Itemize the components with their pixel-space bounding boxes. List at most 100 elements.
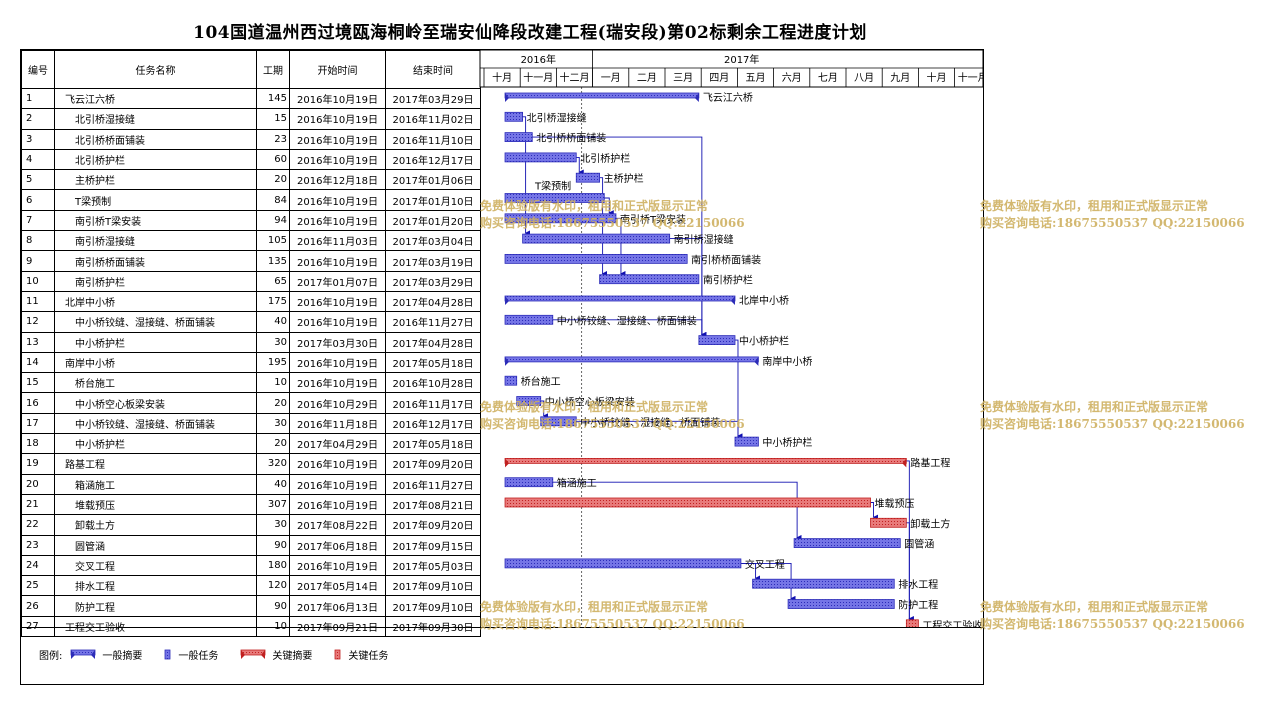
- legend-text-crit-summary: 关键摘要: [272, 651, 313, 662]
- watermark: 免费体验版有水印，租用和正式版显示正常购买咨询电话:18675550537 QQ…: [980, 198, 1245, 232]
- legend-item-task: 一般任务: [164, 647, 218, 662]
- task-bar[interactable]: [504, 497, 871, 508]
- task-bar[interactable]: [504, 213, 617, 224]
- task-bar[interactable]: [504, 132, 533, 142]
- task-bar[interactable]: [504, 314, 554, 325]
- watermark-line2: 购买咨询电话:18675550537 QQ:22150066: [980, 417, 1245, 431]
- month-label: 三月: [673, 72, 693, 84]
- watermark-line2: 购买咨询电话:18675550537 QQ:22150066: [980, 617, 1245, 631]
- month-label: 十一月: [958, 71, 983, 84]
- task-bar[interactable]: [905, 619, 919, 627]
- dependency-link: [870, 502, 879, 520]
- bar-label: 中小桥空心板梁安装: [545, 396, 635, 409]
- bar-label: 主桥护栏: [604, 172, 644, 185]
- bar-label: 中小桥护栏: [739, 335, 789, 348]
- task-bar[interactable]: [540, 416, 577, 427]
- task-bar[interactable]: [870, 517, 907, 528]
- timescale-bg: [479, 50, 983, 88]
- bar-label: T梁预制: [534, 180, 571, 193]
- watermark-line1: 免费体验版有水印，租用和正式版显示正常: [980, 199, 1209, 213]
- summary-bar[interactable]: [504, 457, 907, 464]
- legend-text-crit: 关键任务: [348, 651, 389, 662]
- summary-bar[interactable]: [504, 356, 759, 363]
- critical-summary-swatch-icon: [240, 649, 266, 659]
- task-bar[interactable]: [504, 111, 524, 122]
- task-bar[interactable]: [793, 538, 901, 549]
- legend: 图例: 一般摘要 一般任务 关键摘要 关键任务: [39, 647, 402, 662]
- legend-text-summary: 一般摘要: [102, 651, 143, 662]
- task-bar[interactable]: [698, 335, 736, 346]
- task-bar[interactable]: [504, 477, 554, 488]
- dependency-link: [734, 339, 743, 439]
- task-bar[interactable]: [504, 558, 742, 569]
- watermark-line2: 购买咨询电话:18675550537 QQ:22150066: [980, 216, 1245, 230]
- legend-item-summary: 一般摘要: [70, 647, 142, 662]
- col-header-no: 编号: [21, 50, 55, 89]
- task-bars: [504, 92, 919, 627]
- bar-label: 中小桥铰缝、湿接缝、桥面铺装: [557, 314, 697, 327]
- task-bar[interactable]: [599, 274, 700, 285]
- year-label-2017: 2017年: [724, 53, 759, 66]
- summary-bar[interactable]: [504, 295, 736, 302]
- bar-label: 防护工程: [898, 599, 938, 612]
- month-label: 八月: [854, 72, 874, 84]
- task-bar[interactable]: [504, 193, 605, 203]
- summary-bar[interactable]: [504, 92, 700, 99]
- month-label: 七月: [818, 72, 838, 84]
- bar-label: 交叉工程: [745, 558, 785, 571]
- bar-label: 中小桥铰缝、湿接缝、桥面铺装: [580, 416, 720, 429]
- year-label-2016: 2016年: [521, 53, 556, 66]
- watermark-line1: 免费体验版有水印，租用和正式版显示正常: [980, 600, 1209, 614]
- task-bar[interactable]: [575, 172, 601, 183]
- month-label: 二月: [637, 72, 657, 84]
- task-bar[interactable]: [734, 436, 759, 447]
- dependency-link: [906, 460, 914, 622]
- bar-label: 圆管涵: [904, 538, 934, 551]
- bar-label: 卸载土方: [910, 517, 950, 530]
- legend-text-task: 一般任务: [178, 651, 219, 662]
- bar-label: 飞云江六桥: [703, 92, 753, 104]
- task-duration: 10: [256, 615, 290, 638]
- month-label: 一月: [601, 72, 621, 84]
- watermark: 免费体验版有水印，租用和正式版显示正常购买咨询电话:18675550537 QQ…: [980, 599, 1245, 633]
- task-bar[interactable]: [516, 396, 542, 406]
- task-bar[interactable]: [504, 152, 577, 163]
- task-bar[interactable]: [522, 233, 671, 244]
- bar-label: 排水工程: [898, 578, 938, 591]
- task-bar[interactable]: [752, 578, 895, 589]
- legend-separator: [21, 627, 983, 628]
- legend-item-crit: 关键任务: [334, 647, 388, 662]
- bar-label: 工程交工验收: [922, 619, 982, 627]
- month-label: 十一月: [523, 71, 553, 84]
- watermark: 免费体验版有水印，租用和正式版显示正常购买咨询电话:18675550537 QQ…: [980, 399, 1245, 433]
- month-label: 十二月: [560, 71, 590, 84]
- task-bar[interactable]: [787, 599, 895, 609]
- bar-label: 南引桥湿接缝: [674, 233, 734, 246]
- month-label: 九月: [890, 72, 910, 84]
- month-label: 五月: [746, 72, 766, 84]
- page-title: 104国道温州西过境瓯海桐岭至瑞安仙降段改建工程(瑞安段)第02标剩余工程进度计…: [193, 23, 867, 43]
- task-bar[interactable]: [504, 253, 688, 264]
- task-end: 2017年09月30日: [385, 615, 481, 638]
- task-bar[interactable]: [504, 375, 518, 386]
